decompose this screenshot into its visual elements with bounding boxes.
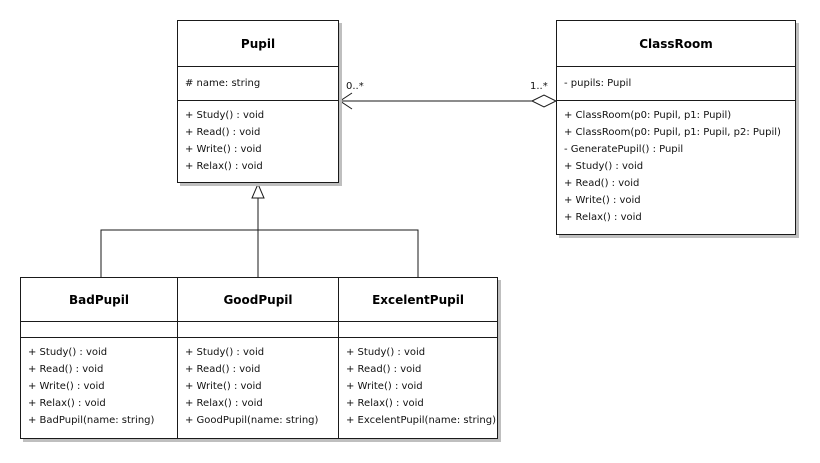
operation: + Read() : void	[28, 364, 104, 375]
generalization-arrowhead	[251, 182, 265, 199]
attribute: - pupils: Pupil	[564, 78, 632, 89]
operation: - GeneratePupil() : Pupil	[564, 144, 684, 155]
operation: + ClassRoom(p0: Pupil, p1: Pupil, p2: Pu…	[564, 127, 781, 138]
operation: + Relax() : void	[185, 161, 263, 172]
operation: + Write() : void	[185, 381, 262, 392]
operation: + Read() : void	[185, 127, 261, 138]
attributes-compartment	[21, 322, 177, 338]
multiplicity-classroom-end: 1..*	[530, 81, 548, 92]
class-name: ExcelentPupil	[339, 278, 497, 322]
operation: + Study() : void	[346, 347, 426, 358]
class-name: Pupil	[178, 21, 338, 67]
multiplicity-pupil-end: 0..*	[346, 81, 364, 92]
operation: + Relax() : void	[346, 398, 424, 409]
operation: + ExcelentPupil(name: string)	[346, 415, 496, 426]
attribute: # name: string	[185, 78, 261, 89]
operations-compartment: + Study() : void + Read() : void + Write…	[178, 338, 338, 435]
operation: + Relax() : void	[185, 398, 263, 409]
association-open-arrowhead	[339, 92, 353, 110]
class-goodpupil[interactable]: GoodPupil + Study() : void + Read() : vo…	[177, 277, 339, 439]
operations-compartment: + Study() : void + Read() : void + Write…	[339, 338, 497, 435]
operations-compartment: + ClassRoom(p0: Pupil, p1: Pupil) + Clas…	[557, 101, 795, 232]
operation: + Write() : void	[28, 381, 105, 392]
operation: + Read() : void	[346, 364, 422, 375]
operation: + Relax() : void	[28, 398, 106, 409]
operations-compartment: + Study() : void + Read() : void + Write…	[178, 101, 338, 181]
class-excelentpupil[interactable]: ExcelentPupil + Study() : void + Read() …	[338, 277, 498, 439]
attributes-compartment: # name: string	[178, 67, 338, 101]
attributes-compartment	[178, 322, 338, 338]
operations-compartment: + Study() : void + Read() : void + Write…	[21, 338, 177, 435]
aggregation-diamond	[530, 94, 558, 108]
attributes-compartment: - pupils: Pupil	[557, 67, 795, 101]
class-pupil[interactable]: Pupil # name: string + Study() : void + …	[177, 20, 339, 183]
operation: + Read() : void	[564, 178, 640, 189]
operation: + Study() : void	[185, 110, 265, 121]
operation: + Read() : void	[185, 364, 261, 375]
operation: + Study() : void	[564, 161, 644, 172]
operation: + ClassRoom(p0: Pupil, p1: Pupil)	[564, 110, 732, 121]
operation: + Write() : void	[346, 381, 423, 392]
class-name: ClassRoom	[557, 21, 795, 67]
class-classroom[interactable]: ClassRoom - pupils: Pupil + ClassRoom(p0…	[556, 20, 796, 235]
operation: + Study() : void	[185, 347, 265, 358]
operation: + Relax() : void	[564, 212, 642, 223]
generalization-line	[100, 229, 419, 277]
operation: + BadPupil(name: string)	[28, 415, 155, 426]
class-name: BadPupil	[21, 278, 177, 322]
operation: + Write() : void	[185, 144, 262, 155]
operation: + GoodPupil(name: string)	[185, 415, 319, 426]
attributes-compartment	[339, 322, 497, 338]
class-badpupil[interactable]: BadPupil + Study() : void + Read() : voi…	[20, 277, 178, 439]
operation: + Study() : void	[28, 347, 108, 358]
operation: + Write() : void	[564, 195, 641, 206]
class-name: GoodPupil	[178, 278, 338, 322]
